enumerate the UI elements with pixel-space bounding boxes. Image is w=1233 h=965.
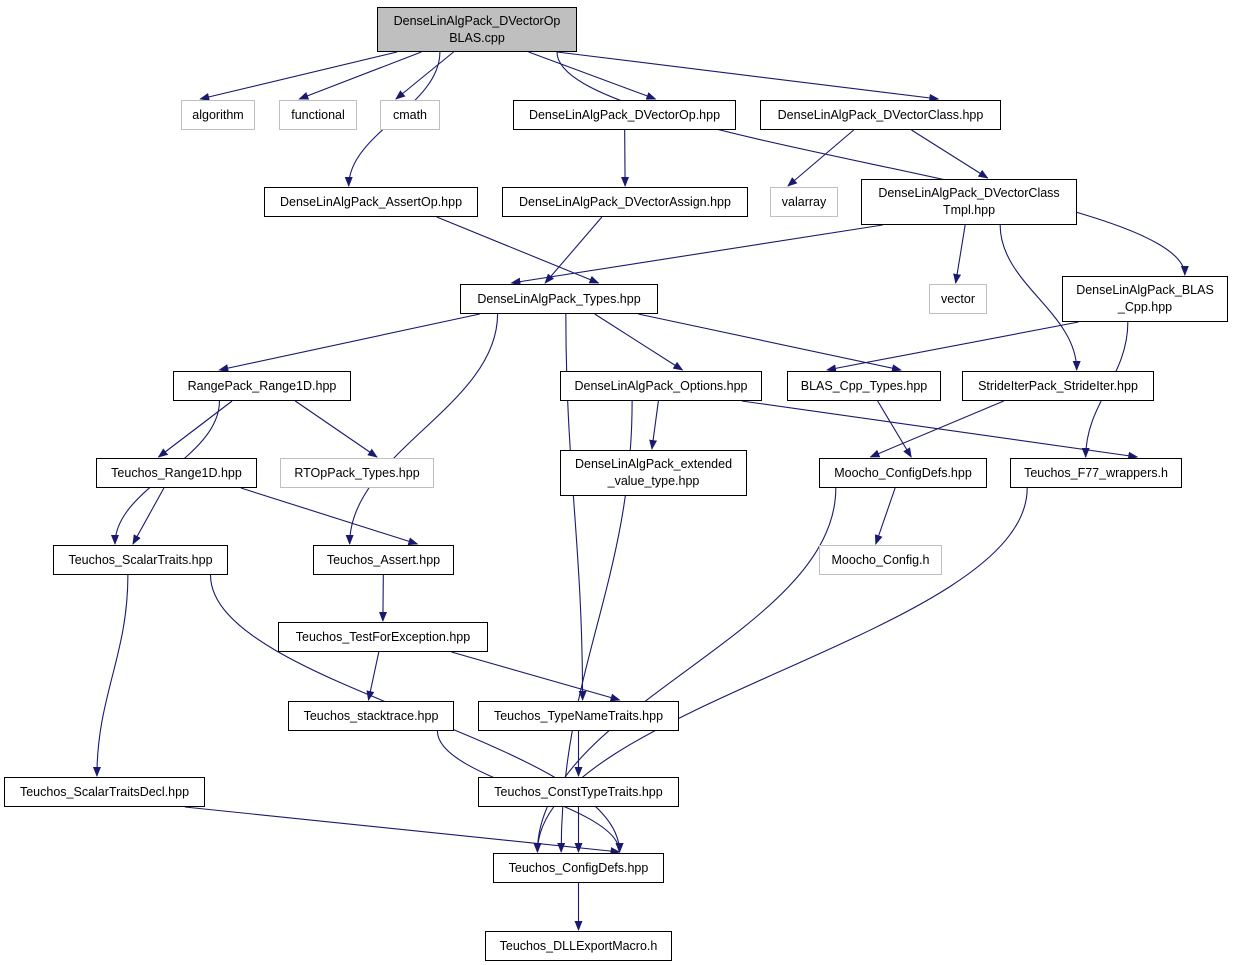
edge-types-to-blascpptypes: [638, 313, 902, 373]
node-types[interactable]: DenseLinAlgPack_Types.hpp: [460, 284, 658, 314]
edge-dvectorclass-to-valarray: [787, 129, 855, 187]
node-moochoconfig: Moocho_Config.h: [819, 545, 942, 575]
edge-moochoconfigdefs-to-moochoconfig: [874, 487, 896, 545]
node-dvectorclasstmpl[interactable]: DenseLinAlgPack_DVectorClass Tmpl.hpp: [861, 179, 1077, 225]
node-vector: vector: [929, 284, 987, 314]
node-algorithm: algorithm: [181, 100, 255, 130]
node-functional: functional: [279, 100, 357, 130]
node-scalartraits[interactable]: Teuchos_ScalarTraits.hpp: [53, 545, 228, 575]
node-teuchosrange1d[interactable]: Teuchos_Range1D.hpp: [96, 458, 257, 488]
node-dvectorop[interactable]: DenseLinAlgPack_DVectorOp.hpp: [513, 100, 736, 130]
node-dllexport[interactable]: Teuchos_DLLExportMacro.h: [485, 931, 672, 961]
node-rtoptypes: RTOpPack_Types.hpp: [280, 458, 434, 488]
node-f77wrappers[interactable]: Teuchos_F77_wrappers.h: [1010, 458, 1182, 488]
node-scalartraitsdecl[interactable]: Teuchos_ScalarTraitsDecl.hpp: [4, 777, 205, 807]
edge-teuchosrange1d-to-scalartraits: [132, 487, 165, 545]
edge-scalartraits-to-scalartraitsdecl: [92, 574, 129, 777]
edge-blascpptypes-to-moochoconfigdefs: [877, 400, 912, 458]
node-valarray: valarray: [770, 187, 838, 217]
edge-types-to-options: [594, 313, 684, 371]
edge-root-to-cmath: [395, 51, 454, 100]
edge-strideiter-to-moochoconfigdefs: [869, 400, 1004, 458]
edge-dvectorclasstmpl-to-types: [510, 224, 883, 286]
edge-dvectorclasstmpl-to-vector: [953, 224, 966, 284]
node-testforexception[interactable]: Teuchos_TestForException.hpp: [278, 622, 488, 652]
edge-dvectorclass-to-dvectorclasstmpl: [911, 129, 989, 179]
edge-testforexception-to-typenametraits: [451, 651, 621, 702]
edge-types-to-range1d: [218, 313, 480, 373]
node-blascpp[interactable]: DenseLinAlgPack_BLAS _Cpp.hpp: [1062, 276, 1228, 322]
node-root[interactable]: DenseLinAlgPack_DVectorOp BLAS.cpp: [377, 7, 577, 52]
node-cmath: cmath: [380, 100, 440, 130]
edge-root-to-functional: [298, 51, 422, 100]
edge-types-to-teuchosassert: [345, 313, 499, 545]
node-teuchosassert[interactable]: Teuchos_Assert.hpp: [313, 545, 454, 575]
node-options[interactable]: DenseLinAlgPack_Options.hpp: [560, 371, 762, 401]
node-teuchosconfigdefs[interactable]: Teuchos_ConfigDefs.hpp: [493, 853, 664, 883]
edge-root-to-blascpp: [556, 51, 1189, 276]
edge-options-to-extvaluetype: [649, 400, 659, 450]
edge-dvectorassign-to-types: [544, 216, 603, 284]
node-stacktrace[interactable]: Teuchos_stacktrace.hpp: [288, 701, 454, 731]
edge-assertop-to-types: [436, 216, 600, 284]
node-dvectorassign[interactable]: DenseLinAlgPack_DVectorAssign.hpp: [502, 187, 748, 217]
node-extvaluetype[interactable]: DenseLinAlgPack_extended _value_type.hpp: [560, 450, 747, 496]
node-typenametraits[interactable]: Teuchos_TypeNameTraits.hpp: [478, 701, 679, 731]
node-range1d[interactable]: RangePack_Range1D.hpp: [173, 371, 351, 401]
edge-range1d-to-teuchosrange1d: [157, 400, 233, 458]
node-blascpptypes[interactable]: BLAS_Cpp_Types.hpp: [787, 371, 941, 401]
edge-teuchosrange1d-to-teuchosassert: [240, 487, 419, 546]
edge-root-to-dvectorop: [528, 51, 657, 100]
edge-root-to-algorithm: [199, 51, 398, 101]
node-dvectorclass[interactable]: DenseLinAlgPack_DVectorClass.hpp: [760, 100, 1001, 130]
node-assertop[interactable]: DenseLinAlgPack_AssertOp.hpp: [264, 187, 478, 217]
node-strideiter[interactable]: StrideIterPack_StrideIter.hpp: [962, 371, 1154, 401]
node-consttypetraits[interactable]: Teuchos_ConstTypeTraits.hpp: [478, 777, 679, 807]
edge-blascpp-to-blascpptypes: [826, 321, 1079, 373]
edge-scalartraitsdecl-to-teuchosconfigdefs: [184, 806, 621, 856]
edge-root-to-dvectorclass: [556, 51, 940, 102]
edge-range1d-to-rtoptypes: [294, 400, 378, 458]
node-moochoconfigdefs[interactable]: Moocho_ConfigDefs.hpp: [819, 458, 987, 488]
edge-testforexception-to-stacktrace: [366, 651, 380, 701]
edge-options-to-f77wrappers: [741, 400, 1139, 460]
edge-dvectorclasstmpl-to-strideiter: [999, 224, 1081, 371]
